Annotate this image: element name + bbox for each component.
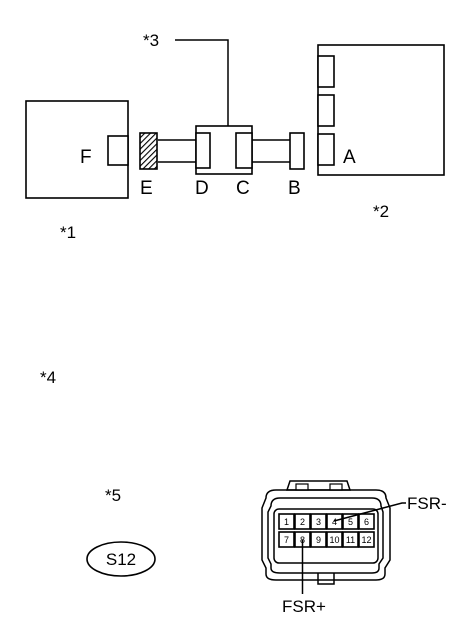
pin-number: 2 [300, 517, 305, 527]
component-2-box [317, 44, 445, 176]
pin-number: 10 [329, 535, 339, 545]
pin-number: 1 [284, 517, 289, 527]
connector-e-label: E [140, 178, 153, 199]
pin-cell [342, 531, 359, 548]
callout-3-leader [175, 39, 229, 126]
pin-number: 5 [348, 517, 353, 527]
pin-number: 7 [284, 535, 289, 545]
pin-cell [310, 531, 327, 548]
connector-face [261, 480, 391, 585]
connector-code-oval [86, 541, 156, 577]
callout-5-label: *5 [105, 486, 121, 505]
connector-a-label: A [343, 147, 356, 168]
callout-3-label: *3 [143, 31, 159, 50]
connector-f-socket [107, 135, 129, 166]
pin-grid: 1 2 3 4 5 6 7 8 9 10 11 12 [278, 513, 375, 548]
connector-c-plug [235, 132, 253, 169]
pin-cell [278, 513, 295, 530]
fsr-minus-leader [333, 502, 406, 522]
pin-number: 6 [364, 517, 369, 527]
pin-cell [310, 513, 327, 530]
connector-f-label: F [80, 147, 92, 168]
connector-a-socket [317, 133, 335, 166]
pin-cell [358, 531, 375, 548]
pin-number: 4 [332, 517, 337, 527]
callout-1-label: *1 [60, 223, 76, 242]
pin-number: 3 [316, 517, 321, 527]
pin-cell [326, 531, 343, 548]
fsr-plus-label: FSR+ [282, 597, 326, 616]
pin-number: 9 [316, 535, 321, 545]
connector-d-plug [195, 132, 211, 169]
pin-cell [294, 513, 311, 530]
callout-2-label: *2 [373, 202, 389, 221]
callout-4-label: *4 [40, 368, 56, 387]
pin-number: 12 [361, 535, 371, 545]
pin-cell [358, 513, 375, 530]
connector-d-label: D [195, 178, 209, 199]
fsr-minus-label: FSR- [407, 494, 447, 513]
connector-c-label: C [236, 178, 250, 199]
connector-b-plug [289, 132, 305, 170]
pin-number: 11 [346, 535, 355, 545]
connector-e-plug [139, 132, 158, 170]
component-2-socket-2 [317, 94, 335, 127]
component-2-socket-1 [317, 55, 335, 88]
connector-code-label: S12 [106, 550, 136, 569]
connector-b-label: B [288, 178, 301, 199]
pin-cell [278, 531, 295, 548]
